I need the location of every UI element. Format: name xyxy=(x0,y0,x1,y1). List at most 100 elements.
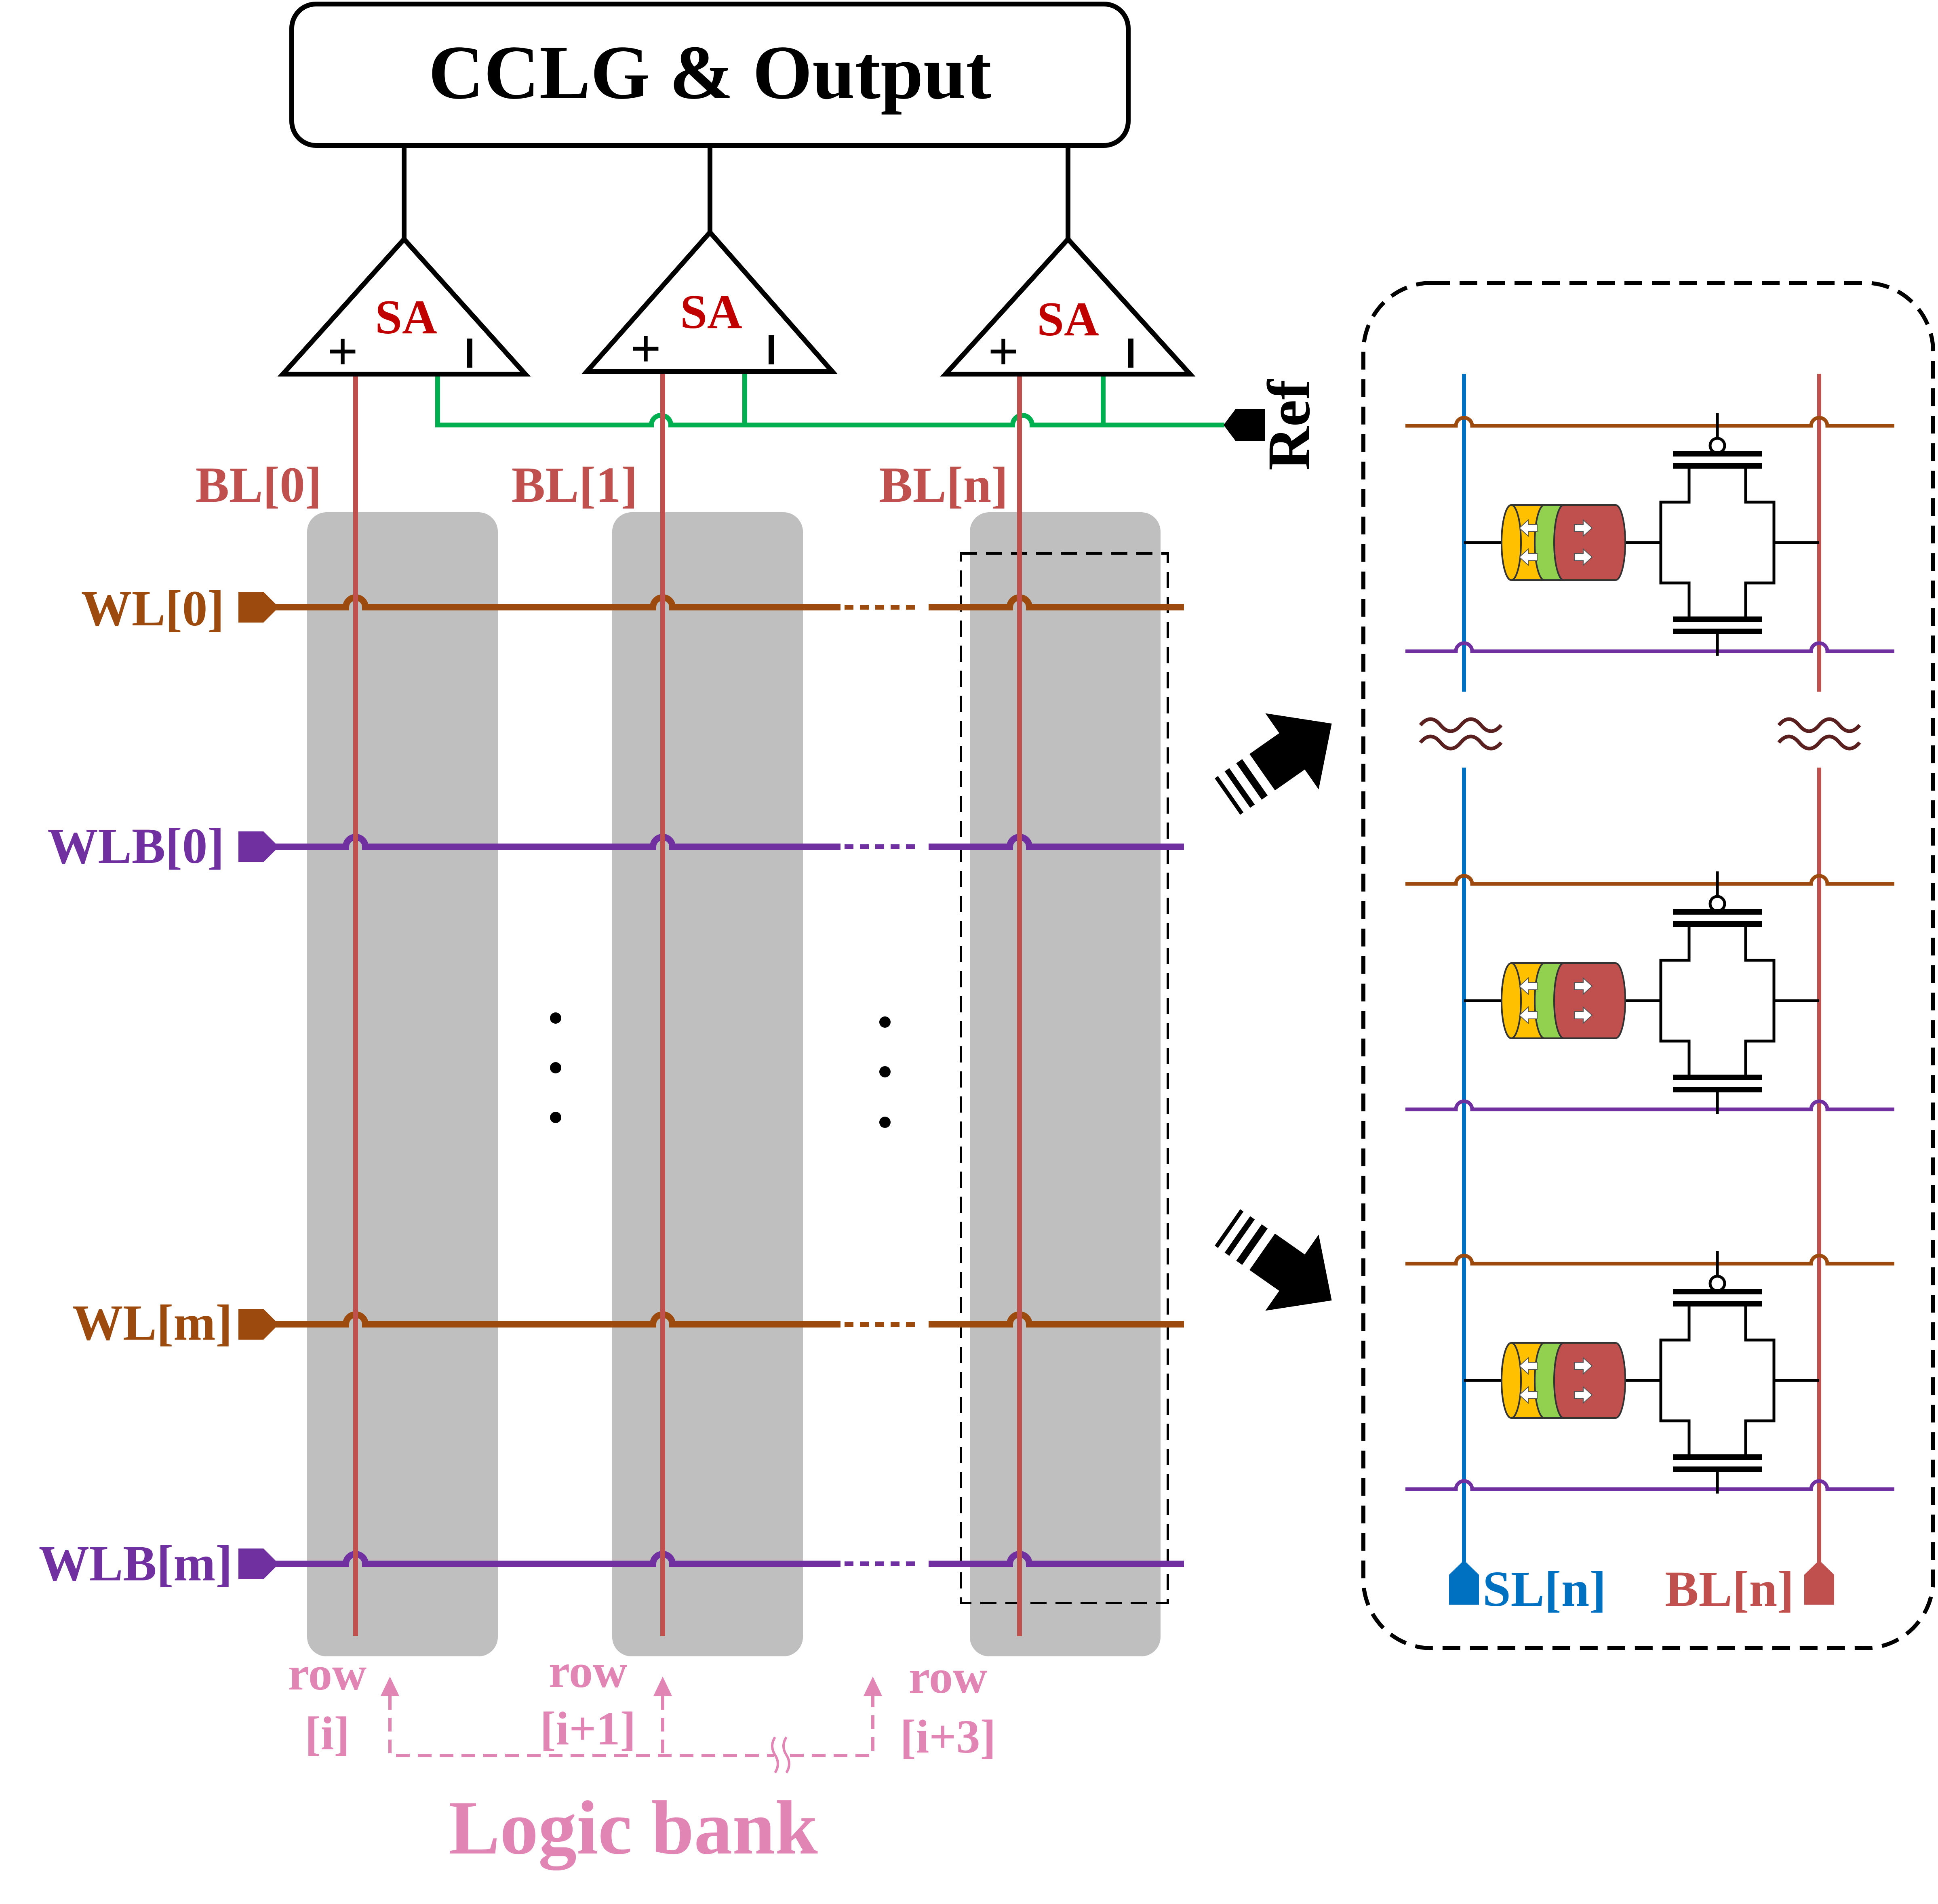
bitline-label-n: BL[n] xyxy=(879,457,1008,513)
wordline-label-wlbm: WLB[m] xyxy=(39,1536,232,1592)
bitline-label-1: BL[1] xyxy=(512,457,638,513)
gate-channel xyxy=(1659,1304,1691,1457)
mtj-device-icon xyxy=(1501,504,1626,581)
detail-wordline-bar xyxy=(1405,1479,1894,1491)
spin-arrow-icon xyxy=(1574,1006,1593,1025)
spin-arrow-icon xyxy=(1519,1006,1538,1025)
detail-wordline xyxy=(1405,874,1894,886)
transmission-gate-icon xyxy=(1659,413,1776,656)
source-line-label: SL[n] xyxy=(1483,1561,1606,1617)
logic-bank-column xyxy=(612,512,803,1656)
mtj-device-icon xyxy=(1501,962,1626,1039)
row-label-i: row xyxy=(288,1647,367,1700)
mtj-face xyxy=(1501,1342,1522,1419)
ref-terminal-icon xyxy=(1224,409,1265,441)
wordline-terminal-icon xyxy=(238,592,279,623)
gate-channel xyxy=(1744,466,1776,619)
logic-bank-bracket xyxy=(388,1696,874,1757)
line-break-mark xyxy=(1419,717,1861,751)
wordline-label-wlb0: WLB[0] xyxy=(48,818,225,874)
spin-arrow-icon xyxy=(1519,1357,1538,1375)
mtj-face xyxy=(1501,504,1522,581)
gate-bubble xyxy=(1708,1275,1726,1292)
gate-bubble xyxy=(1708,895,1726,913)
logic-bank-column xyxy=(970,512,1161,1656)
row-label-i3-index: [i+3] xyxy=(900,1710,996,1763)
wordline-segment xyxy=(275,834,841,850)
mtj-layer xyxy=(1553,504,1626,581)
bitline-label-0: BL[0] xyxy=(196,457,322,513)
sa-label: SA xyxy=(375,290,437,344)
spin-arrow-icon xyxy=(1519,1386,1538,1404)
sa-label: SA xyxy=(1037,292,1099,346)
row-arrow-heads xyxy=(381,1677,882,1696)
mtj-layer xyxy=(1553,1342,1626,1419)
spin-arrow-icon xyxy=(1574,519,1593,537)
detail-bit-line-label: BL[n] xyxy=(1665,1561,1794,1617)
ref-label: Ref xyxy=(1255,379,1323,471)
sa-plus: + xyxy=(630,319,661,379)
row-label-i1: row xyxy=(549,1645,627,1698)
gate-channel xyxy=(1744,924,1776,1077)
memory-cell-1 xyxy=(1405,871,1894,1114)
wordline-label-wl0: WL[0] xyxy=(81,581,224,637)
wordline-wlm xyxy=(238,1309,1184,1340)
sa-minus xyxy=(769,335,774,364)
sense-amplifier-2: SA + xyxy=(940,236,1196,382)
cell-detail-panel xyxy=(1361,281,1935,1650)
wordline-segment xyxy=(275,1311,841,1328)
detail-vertical-lines xyxy=(1462,374,1821,1576)
sense-amplifier-0: SA + xyxy=(277,236,531,382)
detail-wordline xyxy=(1405,416,1894,428)
selected-column-outline xyxy=(960,552,1169,1604)
detail-wordline-bar xyxy=(1405,641,1894,653)
row-label-i3: row xyxy=(909,1650,987,1703)
reference-line xyxy=(435,374,1224,427)
memory-cell-2 xyxy=(1405,1251,1894,1494)
logic-bank-bracket-break xyxy=(771,1736,790,1774)
memory-cell-0 xyxy=(1405,413,1894,656)
wordline-segment xyxy=(275,594,841,610)
spin-arrow-icon xyxy=(1574,1386,1593,1404)
cclg-output-title: CCLG & Output xyxy=(428,30,992,115)
spin-arrow-icon xyxy=(1519,519,1538,537)
wordline-terminal-icon xyxy=(238,1309,279,1340)
gate-channel xyxy=(1659,924,1691,1077)
zoom-arrow-upper xyxy=(1215,713,1332,815)
sa-plus: + xyxy=(988,322,1019,382)
sa-label: SA xyxy=(680,285,742,339)
mtj-layer xyxy=(1553,962,1626,1039)
logic-bank-column xyxy=(307,512,498,1656)
transmission-gate-icon xyxy=(1659,1251,1776,1494)
mtj-face xyxy=(1501,962,1522,1039)
zoom-arrow-lower xyxy=(1215,1209,1332,1311)
detail-wordline xyxy=(1405,1254,1894,1266)
bit-line-terminal-icon xyxy=(1804,1560,1834,1605)
logic-bank-label: Logic bank xyxy=(449,1786,818,1870)
spin-arrow-icon xyxy=(1574,977,1593,995)
wordline-segment xyxy=(275,1551,841,1567)
wordline-terminal-icon xyxy=(238,831,279,862)
mtj-device-icon xyxy=(1501,1342,1626,1419)
sa-plus: + xyxy=(327,322,358,382)
spin-arrow-icon xyxy=(1519,548,1538,566)
spin-arrow-icon xyxy=(1574,548,1593,566)
header-connectors xyxy=(402,145,1070,239)
detail-wordline-bar xyxy=(1405,1099,1894,1111)
gate-channel xyxy=(1659,466,1691,619)
row-label-i-index: [i] xyxy=(305,1707,350,1760)
source-line-terminal-icon xyxy=(1449,1560,1479,1605)
spin-arrow-icon xyxy=(1519,977,1538,995)
sa-minus xyxy=(1128,339,1133,368)
gate-channel xyxy=(1744,1304,1776,1457)
transmission-gate-icon xyxy=(1659,871,1776,1114)
bit-lines xyxy=(353,374,1022,1636)
gate-bubble xyxy=(1708,437,1726,454)
sense-amplifier-1: SA + xyxy=(581,228,838,379)
wordline-terminal-icon xyxy=(238,1548,279,1579)
logic-bank-columns xyxy=(307,512,1161,1656)
spin-arrow-icon xyxy=(1574,1357,1593,1375)
wordline-label-wlm: WL[m] xyxy=(72,1295,232,1351)
ellipsis-vertical xyxy=(550,1012,891,1128)
